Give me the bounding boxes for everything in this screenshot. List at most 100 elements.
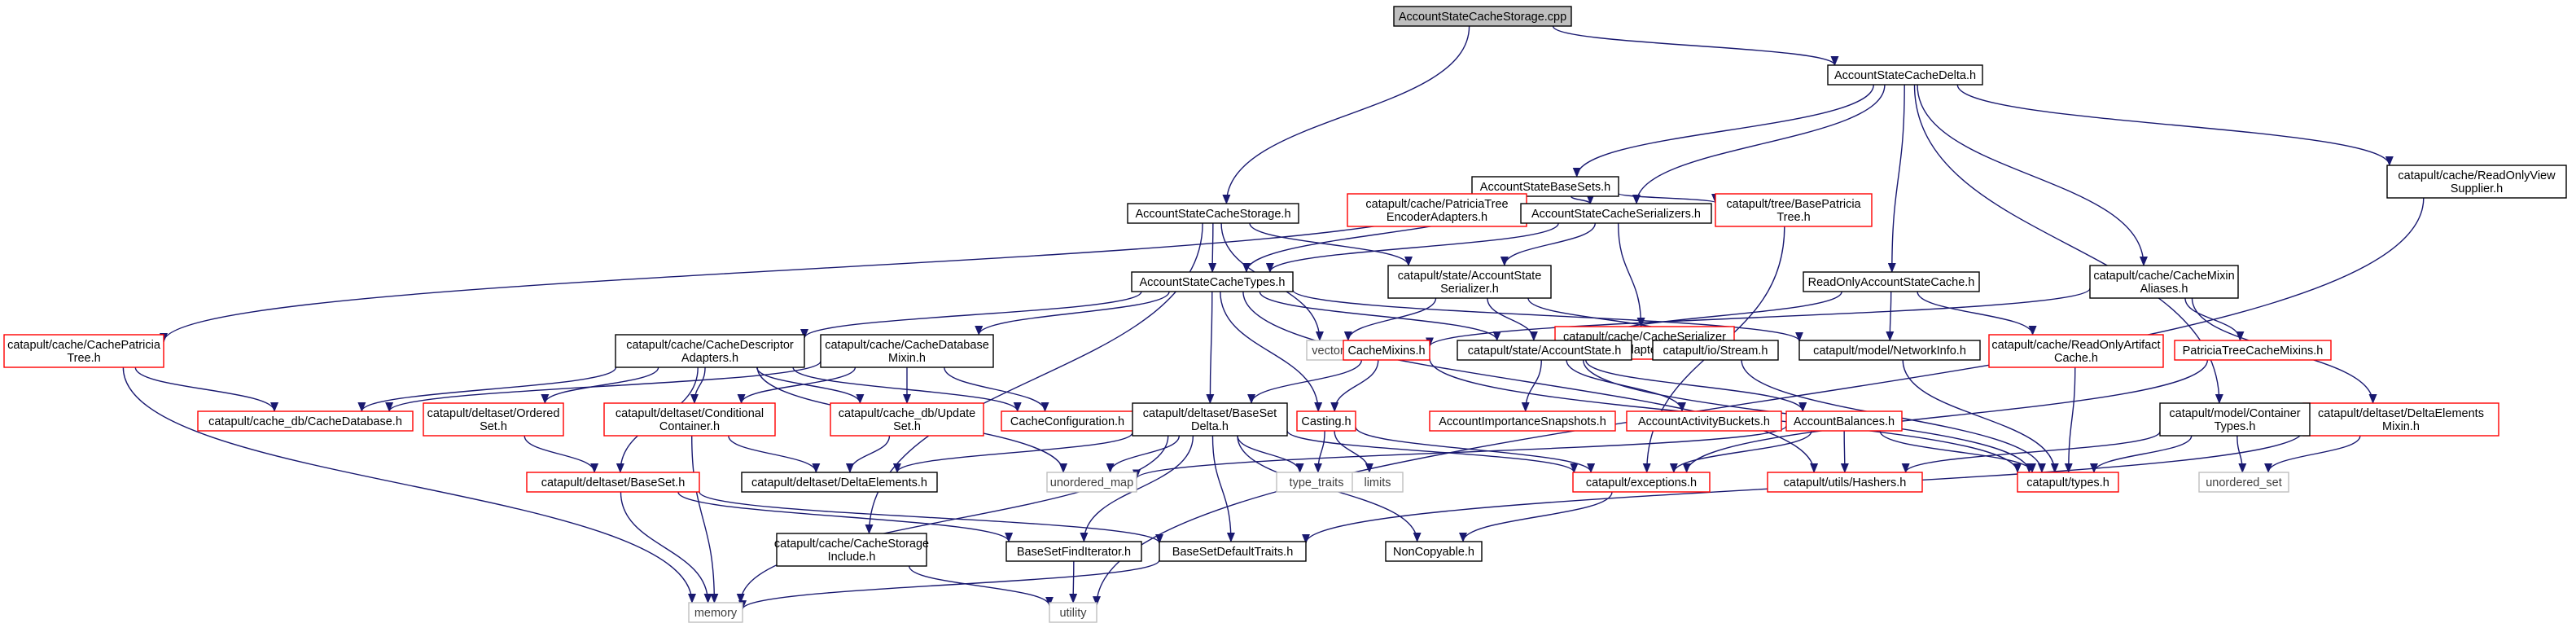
node-box: [1046, 472, 1137, 493]
node-readonlycache[interactable]: ReadOnlyAccountStateCache.h: [1803, 271, 1980, 292]
node-box: [1457, 340, 1632, 361]
node-unorderedset[interactable]: unordered_set: [2198, 472, 2289, 493]
node-cachetypes[interactable]: AccountStateCacheTypes.h: [1131, 271, 1294, 292]
node-label: limits: [1364, 476, 1391, 489]
node-box: [741, 472, 938, 493]
node-box: [615, 334, 805, 368]
node-delta[interactable]: AccountStateCacheDelta.h: [1827, 64, 1983, 86]
node-basesets[interactable]: AccountStateBaseSets.h: [1471, 176, 1619, 197]
node-activity[interactable]: AccountActivityBuckets.h: [1626, 410, 1782, 432]
node-cacheconfig[interactable]: CacheConfiguration.h: [1001, 410, 1134, 432]
node-box: [423, 402, 564, 437]
node-deltaelements[interactable]: catapult/deltaset/DeltaElements.h: [741, 472, 938, 493]
node-memory[interactable]: memory: [688, 602, 743, 623]
node-label: unordered_map: [1050, 476, 1133, 489]
node-label: PatriciaTreeCacheMixins.h: [2183, 345, 2324, 358]
edge-basesetdelta-to-defaulttraits: [1211, 435, 1235, 542]
edge-descriptor-to-cachedatabase: [357, 366, 617, 412]
edge-readonlyview-to-utility: [1093, 197, 2425, 607]
node-unorderedmap[interactable]: unordered_map: [1046, 472, 1137, 493]
edge-containertypes-to-types: [2090, 435, 2193, 473]
edge-baseset-to-finditer: [677, 491, 1013, 542]
edge-stateserializer-to-vector: [1343, 297, 1437, 341]
edge-cachetypes-to-networkinfo: [1292, 289, 1803, 342]
node-box: [2089, 265, 2239, 299]
edge-deltamixin-to-unorderedset: [2264, 435, 2361, 473]
edge-cachepatricia-to-cachedatabase: [134, 366, 278, 412]
node-box: [688, 602, 743, 623]
node-types[interactable]: catapult/types.h: [2017, 472, 2119, 493]
node-label: unordered_set: [2206, 476, 2282, 489]
node-label: AccountActivityBuckets.h: [1638, 415, 1770, 428]
node-balances[interactable]: AccountBalances.h: [1785, 410, 1903, 432]
node-vector[interactable]: vector: [1306, 340, 1350, 361]
node-utility[interactable]: utility: [1049, 602, 1097, 623]
node-label: EncoderAdapters.h: [1387, 211, 1487, 224]
node-baseset[interactable]: catapult/deltaset/BaseSet.h: [526, 472, 700, 493]
node-label: catapult/deltaset/BaseSet.h: [541, 476, 686, 489]
node-defaulttraits[interactable]: BaseSetDefaultTraits.h: [1159, 541, 1307, 562]
node-patriciamixins[interactable]: PatriciaTreeCacheMixins.h: [2174, 340, 2332, 361]
node-limits[interactable]: limits: [1352, 472, 1404, 493]
node-finditer[interactable]: BaseSetFindIterator.h: [1005, 541, 1142, 562]
node-typetraits[interactable]: type_traits: [1276, 472, 1357, 493]
node-accountstate[interactable]: catapult/state/AccountState.h: [1457, 340, 1632, 361]
node-box: [197, 410, 414, 432]
edge-mixinaliases-to-cachemixins: [1426, 287, 2091, 348]
node-box: [1131, 271, 1294, 292]
edge-accountstate-to-balances: [1585, 359, 1807, 412]
node-serializers[interactable]: AccountStateCacheSerializers.h: [1520, 203, 1712, 224]
edge-descriptor-to-condcontainer: [690, 366, 706, 404]
edge-containertypes-to-unorderedset: [2236, 435, 2247, 473]
edge-basesetdelta-to-finditer: [1080, 435, 1194, 542]
node-box: [1520, 203, 1712, 224]
node-casting[interactable]: Casting.h: [1296, 410, 1356, 432]
node-stream[interactable]: catapult/io/Stream.h: [1652, 340, 1779, 361]
edge-root-to-delta: [1552, 25, 1839, 66]
edge-root-to-storage: [1222, 25, 1470, 204]
node-cachedatabase[interactable]: catapult/cache_db/CacheDatabase.h: [197, 410, 414, 432]
edge-containertypes-to-hashers: [1901, 431, 2161, 473]
node-box: [3, 334, 164, 368]
node-exceptions[interactable]: catapult/exceptions.h: [1572, 472, 1711, 493]
node-label: vector: [1312, 345, 1344, 358]
node-label: Aliases.h: [2140, 283, 2188, 296]
edge-cachemixins-to-casting: [1330, 359, 1379, 412]
edge-basesetdelta-to-typetraits: [1237, 435, 1304, 473]
edge-descriptor-to-orderedset: [541, 366, 659, 404]
edge-basesetdelta-to-unorderedmap: [1106, 435, 1181, 473]
node-patriciaenc[interactable]: catapult/cache/PatriciaTreeEncoderAdapte…: [1347, 193, 1527, 227]
edge-dbmixin-to-cachedatabase: [385, 361, 821, 412]
node-root[interactable]: AccountStateCacheStorage.cpp: [1393, 6, 1572, 27]
node-label: catapult/deltaset/Ordered: [427, 407, 560, 420]
node-importance[interactable]: AccountImportanceSnapshots.h: [1429, 410, 1616, 432]
node-box: [1798, 340, 1981, 361]
node-cachemixins[interactable]: CacheMixins.h: [1343, 340, 1430, 361]
node-hashers[interactable]: catapult/utils/Hashers.h: [1767, 472, 1923, 493]
node-label: Tree.h: [1776, 211, 1810, 224]
node-label: AccountStateCacheTypes.h: [1140, 276, 1286, 289]
edge-accountstate-to-importance: [1521, 359, 1542, 412]
node-label: catapult/cache_db/Update: [839, 407, 976, 420]
node-storage[interactable]: AccountStateCacheStorage.h: [1127, 203, 1299, 224]
edge-cachetypes-to-dbmixin: [975, 291, 1170, 336]
node-networkinfo[interactable]: catapult/model/NetworkInfo.h: [1798, 340, 1981, 361]
node-box: [1767, 472, 1923, 493]
node-noncopyable[interactable]: NonCopyable.h: [1385, 541, 1483, 562]
